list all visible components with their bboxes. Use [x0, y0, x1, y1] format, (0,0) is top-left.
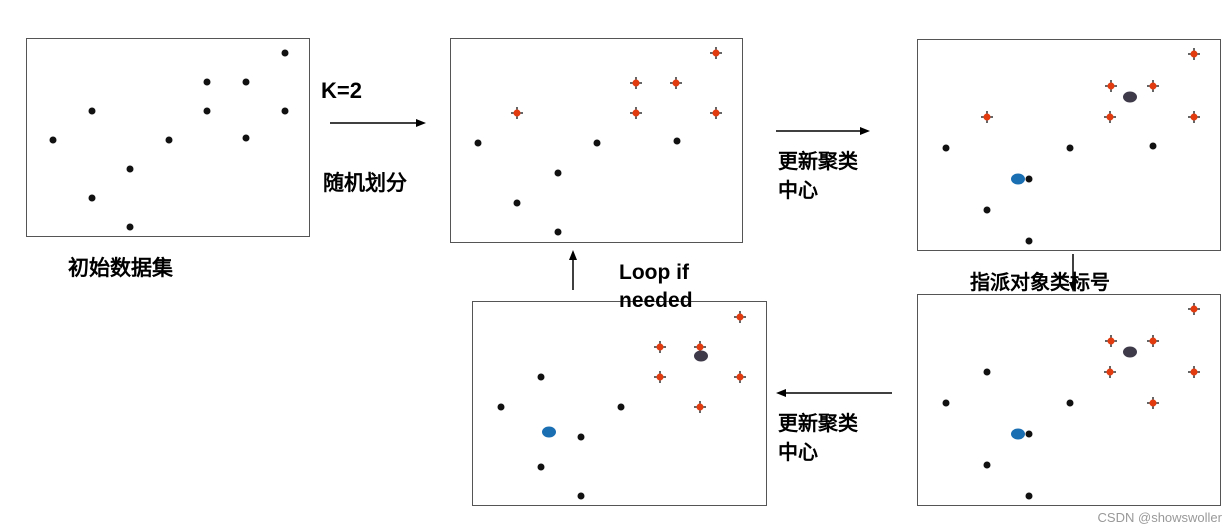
centroid-red-cluster: [694, 350, 708, 362]
data-point: [126, 223, 134, 231]
panel-initial-dataset: [26, 38, 310, 237]
assigned-plot: [942, 303, 1200, 500]
red-point: [734, 371, 746, 383]
arrow-up: [569, 250, 577, 290]
panel-assigned: [917, 294, 1221, 506]
red-point: [1105, 80, 1117, 92]
data-point: [88, 107, 96, 115]
data-point: [165, 136, 173, 144]
red-points: [654, 311, 746, 413]
label-update-centers-2-text: 更新聚类 中心: [778, 411, 858, 464]
red-point: [1188, 48, 1200, 60]
red-points: [981, 48, 1200, 123]
data-point: [203, 107, 211, 115]
red-point: [670, 77, 682, 89]
panel-recomputed-centers: [472, 301, 767, 506]
recomputed-centers-plot: [497, 311, 746, 500]
red-point: [654, 371, 666, 383]
red-point: [1105, 335, 1117, 347]
data-point: [983, 461, 991, 469]
centroid-black-cluster: [1011, 173, 1025, 185]
arrow-right-2: [776, 127, 870, 135]
red-point: [734, 311, 746, 323]
centroid-red-cluster: [1123, 346, 1137, 358]
data-point: [1025, 492, 1033, 500]
initial-dataset-plot: [49, 49, 289, 231]
red-point: [511, 107, 523, 119]
data-point: [554, 169, 562, 177]
centroid-black-cluster: [542, 426, 556, 438]
data-point: [242, 78, 250, 86]
data-point: [617, 403, 625, 411]
red-point: [630, 107, 642, 119]
update-centers-plot: [942, 48, 1200, 245]
red-point: [694, 401, 706, 413]
label-initial-dataset: 初始数据集: [68, 256, 173, 280]
label-update-centers-1: 更新聚类 中心: [778, 147, 898, 205]
data-point: [537, 373, 545, 381]
data-point: [942, 144, 950, 152]
data-point: [1025, 237, 1033, 245]
data-point: [577, 492, 585, 500]
red-point: [1104, 111, 1116, 123]
data-point: [983, 368, 991, 376]
centroid-black-cluster: [1011, 428, 1025, 440]
red-points: [511, 47, 722, 119]
label-random-partition: 随机划分: [323, 171, 407, 195]
data-point: [242, 134, 250, 142]
data-point: [1025, 175, 1033, 183]
red-point: [1188, 303, 1200, 315]
random-partition-plot: [474, 47, 722, 236]
red-point: [630, 77, 642, 89]
data-point: [281, 49, 289, 57]
red-point: [1147, 335, 1159, 347]
data-point: [1066, 144, 1074, 152]
arrow-right-1: [330, 119, 426, 127]
data-point: [281, 107, 289, 115]
data-point: [942, 399, 950, 407]
data-point: [126, 165, 134, 173]
label-k-value: K=2: [321, 78, 362, 103]
red-point: [1147, 397, 1159, 409]
label-update-centers-1-text: 更新聚类 中心: [778, 149, 858, 202]
data-point: [554, 228, 562, 236]
watermark: CSDN @showswoller: [1097, 510, 1222, 525]
panel-random-partition: [450, 38, 743, 243]
red-point: [981, 111, 993, 123]
red-point: [1188, 366, 1200, 378]
red-point: [710, 47, 722, 59]
data-point: [1149, 142, 1157, 150]
data-point: [49, 136, 57, 144]
red-point: [1188, 111, 1200, 123]
data-point: [983, 206, 991, 214]
red-point: [654, 341, 666, 353]
arrow-down: [1069, 254, 1077, 292]
data-point: [88, 194, 96, 202]
red-points: [1104, 303, 1200, 409]
label-update-centers-2: 更新聚类 中心: [778, 409, 898, 467]
data-point: [474, 139, 482, 147]
data-point: [513, 199, 521, 207]
data-point: [577, 433, 585, 441]
label-loop-if-needed: Loop if needed: [619, 261, 693, 312]
red-point: [1104, 366, 1116, 378]
data-point: [203, 78, 211, 86]
red-point: [1147, 80, 1159, 92]
data-point: [1025, 430, 1033, 438]
data-point: [593, 139, 601, 147]
panel-update-centers: [917, 39, 1221, 251]
data-point: [537, 463, 545, 471]
centroid-red-cluster: [1123, 91, 1137, 103]
data-point: [497, 403, 505, 411]
label-assign-labels: 指派对象类标号: [970, 270, 1110, 294]
arrow-left: [776, 389, 892, 397]
red-point: [710, 107, 722, 119]
data-point: [1066, 399, 1074, 407]
data-point: [673, 137, 681, 145]
